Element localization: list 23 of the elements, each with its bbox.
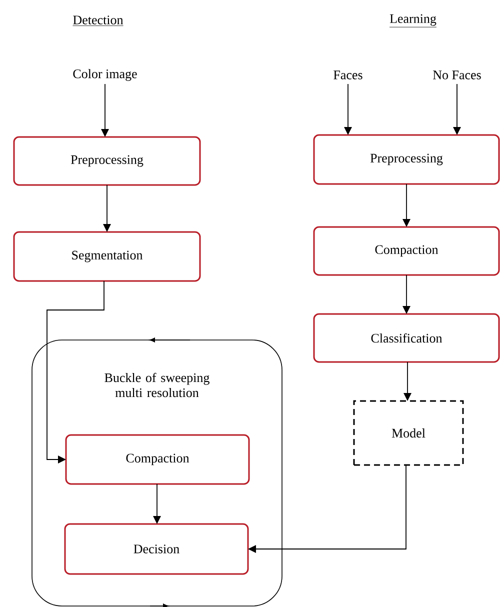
process-box: Compaction <box>65 434 250 485</box>
process-box: Classification <box>313 313 500 363</box>
text-label: Color image <box>73 69 137 81</box>
process-box: Decision <box>64 523 249 575</box>
text-label: Faces <box>334 70 362 80</box>
heading: Learning <box>389 14 437 28</box>
text-label: No Faces <box>433 70 481 80</box>
arrow <box>402 184 410 227</box>
arrow <box>46 280 104 464</box>
arrow <box>404 362 412 401</box>
arrow <box>153 484 161 524</box>
model-box: Model <box>353 400 464 466</box>
arrow <box>101 84 109 137</box>
arrow <box>344 84 352 135</box>
arrow <box>402 274 410 314</box>
arrow <box>103 184 111 232</box>
arrow <box>248 464 406 553</box>
process-box: Preprocessing <box>13 136 201 186</box>
process-box: Compaction <box>313 226 500 276</box>
heading: Detection <box>72 16 124 26</box>
arrow <box>453 84 461 135</box>
process-box: Preprocessing <box>313 134 500 185</box>
process-box: Segmentation <box>13 231 201 282</box>
